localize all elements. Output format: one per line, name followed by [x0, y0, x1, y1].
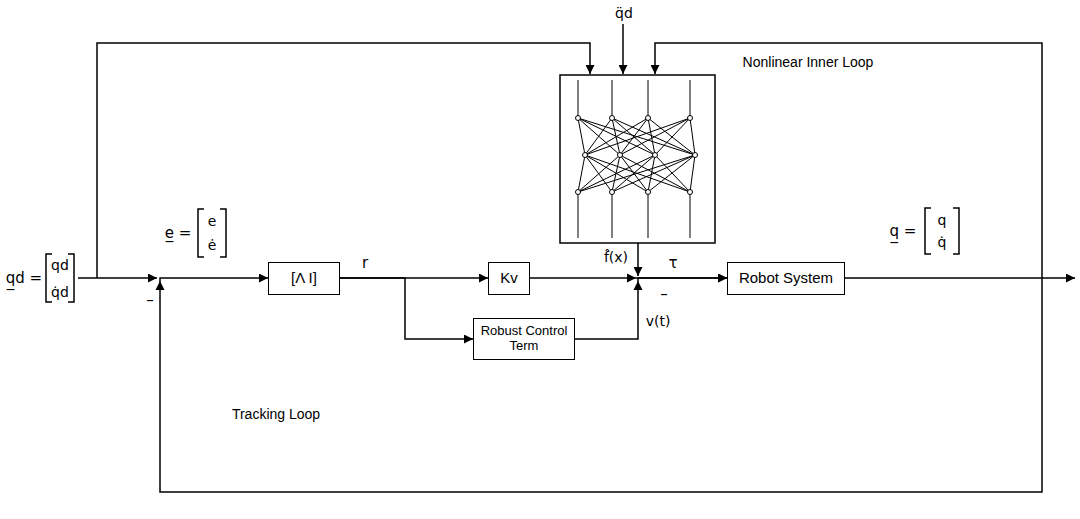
signal-connector	[575, 278, 727, 339]
neuron	[610, 116, 615, 121]
neuron	[618, 153, 623, 158]
robust-term-box: Robust Control Term	[473, 318, 575, 360]
sign-label: –	[146, 291, 154, 309]
signal-label: q̲d =	[6, 269, 42, 287]
neuron	[688, 190, 693, 195]
box-text: Robust Control Term	[479, 324, 569, 354]
signal-label: v(t)	[646, 313, 671, 330]
signal-connector	[340, 278, 473, 339]
matrix-entry: q̇	[938, 234, 947, 251]
matrix-entry: e	[208, 213, 217, 230]
input-line	[78, 277, 157, 279]
matrix-bracket	[198, 209, 226, 257]
neuron	[693, 153, 698, 158]
acceleration-line	[622, 24, 624, 74]
signal-label: q̈d	[615, 5, 633, 22]
signal-label: q̲ =	[890, 222, 917, 240]
signal-label: τ	[668, 254, 677, 272]
neuron	[610, 190, 615, 195]
neuron	[646, 116, 651, 121]
matrix-entry: q	[938, 212, 947, 229]
plant-box: Robot System	[727, 262, 845, 295]
matrix-entry: qd	[51, 257, 69, 274]
box-text: [Λ I]	[291, 269, 317, 286]
matrix-bracket	[925, 208, 959, 254]
matrix-bracket	[46, 254, 74, 302]
gain-box: Kv	[488, 262, 530, 295]
gain-matrix-box: [Λ I]	[268, 262, 340, 295]
output-line	[1042, 277, 1075, 279]
estimate-line	[637, 243, 639, 276]
neuron	[576, 116, 581, 121]
neuron	[653, 153, 658, 158]
sign-label: –	[660, 285, 668, 303]
signal-label: r	[362, 254, 368, 272]
neural-net-box	[560, 75, 715, 243]
matrix-entry: q̇d	[51, 284, 69, 301]
signal-label: f̂(x)	[604, 249, 628, 266]
box-text: Kv	[500, 269, 518, 286]
box-text: Robot System	[739, 269, 833, 286]
neuron	[646, 190, 651, 195]
matrix-entry: ė	[208, 237, 217, 254]
neuron	[576, 190, 581, 195]
loop-label: Tracking Loop	[232, 406, 320, 423]
neuron	[583, 153, 588, 158]
signal-label: e̲ =	[165, 224, 192, 242]
neural-net-links	[578, 80, 695, 238]
signal-connector	[160, 278, 1042, 492]
loop-label: Nonlinear Inner Loop	[743, 54, 874, 71]
neuron	[688, 116, 693, 121]
feedforward-line	[97, 43, 590, 278]
